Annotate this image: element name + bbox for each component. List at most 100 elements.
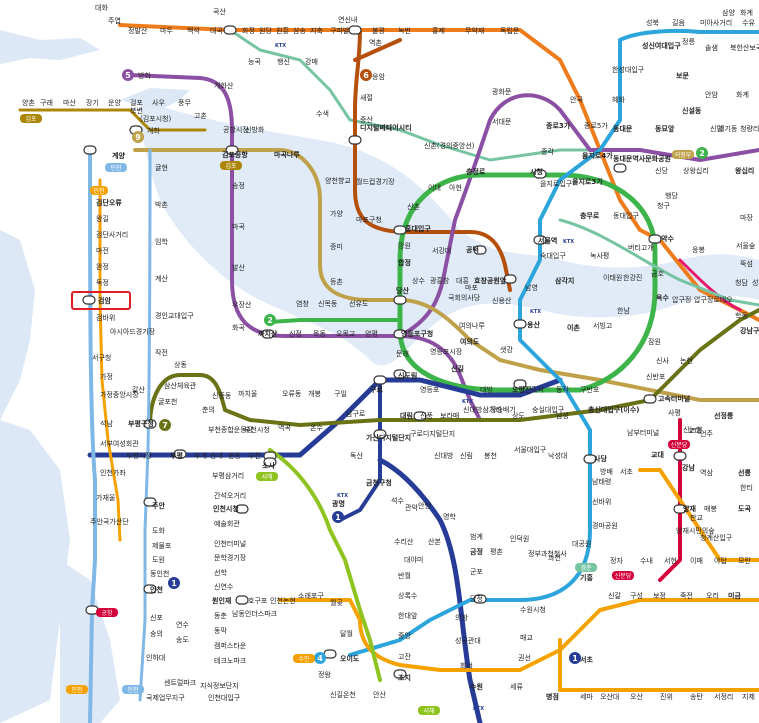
station-marker-city-hall[interactable]: [533, 169, 547, 179]
station-marker-sindorim[interactable]: [393, 369, 407, 379]
label-daegok: 대곡: [210, 27, 223, 35]
line-7: [148, 308, 759, 427]
badge-incheon-gyeyang-text: 인천: [110, 164, 121, 172]
station-marker-kkachisan[interactable]: [261, 329, 275, 339]
label-indeogwon: 인덕원: [510, 534, 529, 543]
label-yeonsu: 연수: [176, 621, 189, 629]
label-galsan: 갈산: [132, 385, 145, 394]
label-woninjae: 원인재: [212, 596, 231, 605]
station-marker-yeonsinnae[interactable]: [348, 25, 362, 35]
label-bugae: 부개: [194, 451, 207, 460]
label-seonhak: 선학: [214, 568, 227, 577]
station-marker-yaksu[interactable]: [648, 234, 662, 244]
label-central-park: 센트럴파크: [164, 678, 197, 687]
station-marker-sadang[interactable]: [583, 454, 597, 464]
station-marker-gyeyang[interactable]: [83, 145, 97, 155]
station-marker-yongsan[interactable]: [513, 319, 527, 329]
label-gajaeul: 가재울: [96, 493, 116, 502]
label-juan: 주안: [152, 501, 165, 510]
line-gyeongui: [228, 28, 602, 162]
label-seongnam: 석남: [100, 419, 113, 428]
station-marker-gyodae[interactable]: [673, 451, 687, 461]
label-geomam[interactable]: 검암: [98, 296, 111, 305]
station-marker-geomam[interactable]: [82, 295, 96, 305]
label-gyodae-2: 교대: [651, 450, 664, 459]
label-sangdong: 상동: [174, 360, 187, 369]
label-banwol: 반월: [398, 571, 411, 580]
label-sinbanghwa: 신방화: [245, 125, 265, 134]
label-bukbyeon: 북변: [130, 107, 143, 115]
label-samsong: 삼송: [293, 26, 306, 35]
label-jemulpo: 제물포: [152, 542, 172, 550]
label-sinyongsan: 신용산: [492, 296, 512, 305]
badge-line-6-text: 6: [363, 71, 369, 80]
station-marker-hongdae[interactable]: [393, 225, 407, 235]
station-marker-dongdaemun-hist[interactable]: [613, 163, 627, 173]
label-incheon-univ: 인천대입구: [208, 693, 241, 702]
label-hwagok: 화곡: [232, 324, 245, 332]
label-magok: 마곡: [232, 222, 245, 231]
label-dongdaemun: 동대문: [613, 124, 633, 133]
label-gireum: 길음: [672, 19, 685, 27]
label-mapo: 마포: [465, 283, 478, 292]
station-marker-dangsan[interactable]: [393, 295, 407, 305]
selected-station-highlight[interactable]: [71, 291, 131, 310]
label-yatap: 야탑: [714, 556, 727, 565]
label-yeonsinnae: 연신내: [338, 15, 357, 24]
label-juyeop: 주엽: [108, 16, 121, 25]
label-seohyeon: 서현: [664, 556, 677, 565]
station-marker-daegok[interactable]: [223, 25, 237, 35]
label-ewha: 이대: [428, 183, 441, 192]
station-marker-bupyeong-gu[interactable]: [143, 419, 157, 429]
label-neunggok: 능곡: [248, 58, 261, 66]
station-marker-daerim[interactable]: [413, 411, 427, 421]
label-gimpo-sicheong: (김포시청): [140, 115, 171, 123]
label-bucheon: 부천: [248, 451, 261, 460]
station-marker-gongdeok[interactable]: [473, 245, 487, 255]
station-marker-yeongdeungpo-gu[interactable]: [393, 329, 407, 339]
line-name-badges: 김포 김포 인천 인천 서해 서해 수인 신분당 신분당 인천 인천 공항 경춘…: [20, 114, 694, 715]
label-gangmae: 강매: [305, 57, 318, 66]
station-marker-gimpo-airport[interactable]: [225, 145, 239, 155]
label-imhak: 임학: [155, 237, 168, 246]
label-dongmak: 동막: [214, 626, 227, 635]
station-marker-juan[interactable]: [143, 497, 157, 507]
label-daeyami: 대야미: [404, 555, 423, 564]
badge-line-7-text: 7: [162, 421, 168, 430]
station-marker-gasan[interactable]: [373, 429, 387, 439]
label-sinyeonsu: 신연수: [214, 582, 234, 591]
station-marker-express-bus[interactable]: [643, 394, 657, 404]
badge-line-1: [332, 511, 344, 523]
label-yeokchon: 역촌: [369, 38, 382, 47]
station-marker-incheon-cityhall[interactable]: [235, 504, 249, 514]
badge-line-9-text: 9: [135, 133, 141, 142]
station-marker-sosa[interactable]: [263, 457, 277, 467]
label-gunpo: 군포: [470, 568, 483, 576]
station-marker-choji[interactable]: [393, 669, 407, 679]
station-marker-seoul-station[interactable]: [533, 235, 547, 245]
label-nakseongdae: 낙성대: [548, 451, 567, 460]
label-seobinggo: 서빙고: [593, 321, 613, 330]
label-seonbawi: 선바위: [592, 497, 611, 506]
label-yongsan: 용산: [527, 320, 540, 329]
label-seodaemun: 서대문: [492, 117, 512, 126]
station-marker-sinyongsan[interactable]: [503, 274, 517, 284]
station-markers[interactable]: [82, 25, 687, 679]
badge-line-2-text: 2: [267, 316, 273, 325]
station-marker-guro[interactable]: [373, 375, 387, 385]
label-hanyang: 한대앞: [398, 612, 418, 620]
station-marker-woninjae[interactable]: [235, 595, 249, 605]
station-marker-yangjae[interactable]: [673, 504, 687, 514]
label-sindap: 신답: [710, 124, 723, 133]
label-chungmuro: 충무로: [580, 211, 600, 220]
label-gayang: 가양: [330, 209, 343, 218]
station-marker-bupyeong[interactable]: [173, 449, 187, 459]
line-8: [678, 258, 742, 312]
label-myeonghak: 명학: [443, 512, 456, 521]
station-marker-geumjeong[interactable]: [473, 594, 487, 604]
label-gajwa: 가좌: [379, 123, 392, 132]
label-bakchon: 박촌: [155, 200, 168, 209]
station-marker-noryangjin[interactable]: [513, 379, 527, 389]
station-marker-digital-media[interactable]: [348, 135, 362, 145]
station-marker-incheon[interactable]: [143, 584, 157, 594]
